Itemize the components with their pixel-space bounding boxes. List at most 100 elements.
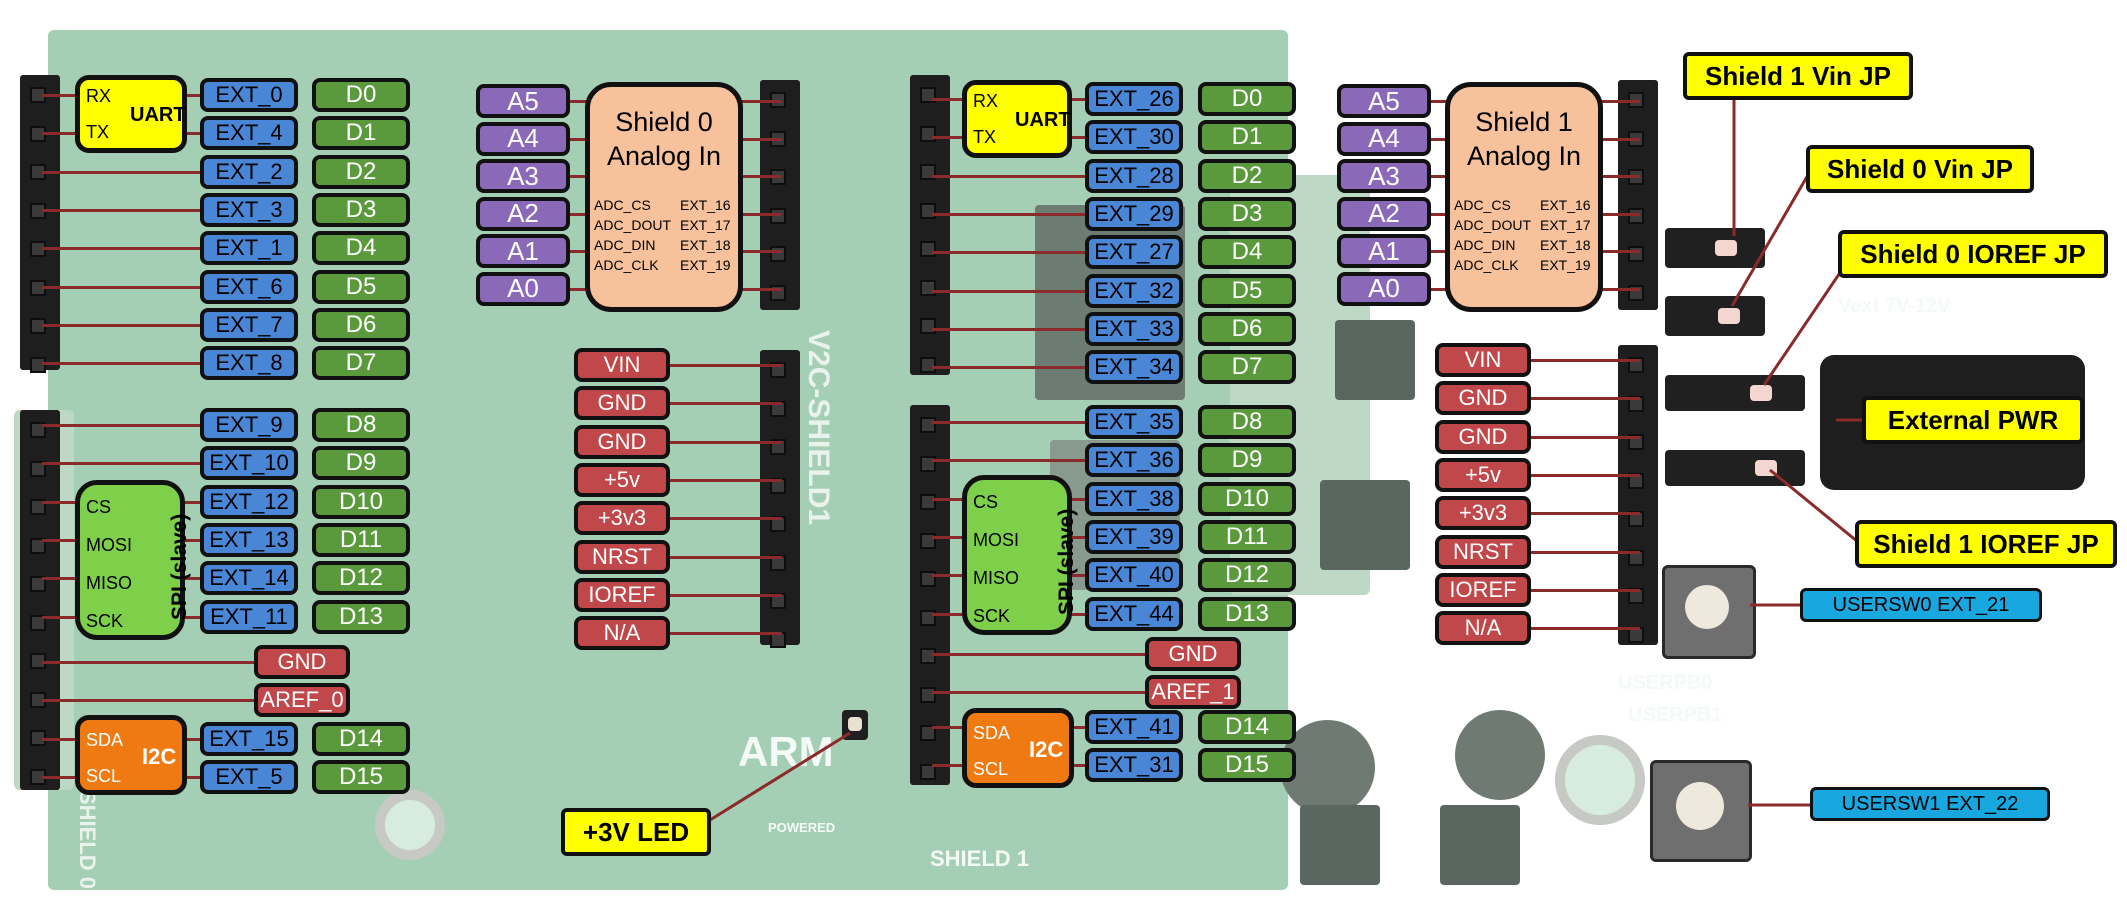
user-switch-1[interactable] <box>1650 760 1752 862</box>
pin-lead <box>42 247 200 251</box>
header-pin <box>30 614 46 631</box>
digital-pin-label: D0 <box>1198 82 1296 116</box>
power-pin-label: GND <box>1435 419 1531 454</box>
ext-label: EXT_11 <box>200 599 298 634</box>
ext-label: EXT_1 <box>200 231 298 266</box>
user-switch-1-cap[interactable] <box>1676 782 1724 830</box>
spi-mosi-label: MOSI <box>86 535 133 555</box>
uart-box-shield1: RX TX UART <box>962 80 1072 158</box>
digital-pin-label: D9 <box>312 446 410 481</box>
pin-lead <box>42 661 254 664</box>
digital-pin-label: D2 <box>312 154 410 189</box>
jumper-cap <box>1750 385 1772 401</box>
ext-label: EXT_28 <box>1085 158 1183 193</box>
gnd-label: GND <box>1145 637 1241 671</box>
pin-lead <box>932 366 1085 370</box>
header-pin <box>920 241 936 257</box>
digital-pin-label: D9 <box>1198 443 1296 478</box>
pin-lead <box>932 289 1085 293</box>
analog-title: Shield 0 Analog In <box>606 107 722 171</box>
i2c-box-shield1: SDA SCL I2C <box>962 708 1074 788</box>
spi-box-shield1: CS MOSI MISO SCK SPI (slave) <box>962 475 1078 635</box>
adc-signal: ADC_DOUT <box>594 217 672 233</box>
pin-lead <box>666 555 782 559</box>
label-usersw1: USERSW1 EXT_22 <box>1810 787 2050 821</box>
header-pin <box>920 648 936 664</box>
callout-shield0-ioref-jp: Shield 0 IOREF JP <box>1838 230 2108 278</box>
spi-mosi-label: MOSI <box>973 530 1020 550</box>
digital-pin-label: D2 <box>1198 158 1296 193</box>
i2c-sda-label: SDA <box>86 730 124 750</box>
silk-userpb1: USERPB1 <box>1628 704 1723 726</box>
digital-pin-label: D5 <box>312 269 410 304</box>
pin-lead <box>1527 359 1640 362</box>
digital-pin-label: D13 <box>1198 596 1296 631</box>
pin-lead <box>1527 627 1640 631</box>
header-pin <box>920 164 936 180</box>
digital-pin-label: D12 <box>312 561 410 596</box>
analog-pin-label: A0 <box>476 271 570 306</box>
pin-header-shield1-digital-low <box>910 405 950 785</box>
adc-signal: ADC_DIN <box>594 237 656 253</box>
power-pin-label: +3v3 <box>574 501 670 536</box>
header-pin <box>920 356 936 373</box>
pin-lead <box>932 251 1085 255</box>
pin-lead <box>932 653 1145 656</box>
pin-lead <box>42 424 200 427</box>
power-pin-label: N/A <box>1435 611 1531 646</box>
user-switch-0-cap[interactable] <box>1685 585 1729 629</box>
digital-pin-label: D4 <box>312 231 410 266</box>
ext-label: EXT_33 <box>1085 311 1183 346</box>
led-lens <box>848 717 862 731</box>
callout-3v-led: +3V LED <box>561 808 711 856</box>
analog-pin-label: A5 <box>1337 84 1431 118</box>
pin-header-shield0-analog <box>760 80 800 310</box>
ext-label: EXT_4 <box>200 116 298 151</box>
uart-tx-label: TX <box>973 127 997 147</box>
analog-pin-label: A2 <box>476 196 570 231</box>
ext-label: EXT_39 <box>1085 519 1183 554</box>
capacitor <box>1300 805 1380 885</box>
power-pin-label: +5v <box>574 462 670 497</box>
header-pin <box>770 207 786 224</box>
header-pin <box>920 763 936 780</box>
callout-shield1-ioref-jp: Shield 1 IOREF JP <box>1855 520 2117 568</box>
pin-lead <box>932 174 1085 178</box>
uart-title: UART <box>1015 109 1071 131</box>
ext-label: EXT_34 <box>1085 350 1183 385</box>
i2c-sda-label: SDA <box>973 723 1011 743</box>
analog-pin-label: A5 <box>476 84 570 118</box>
digital-pin-label: D7 <box>1198 350 1296 385</box>
digital-pin-label: D11 <box>312 522 410 557</box>
pin-lead <box>666 632 782 636</box>
pin-lead <box>42 170 200 174</box>
digital-pin-label: D8 <box>1198 405 1296 439</box>
pin-header-shield0-power <box>760 350 800 648</box>
spi-box-shield0: CS MOSI MISO SCK SPI (slave) <box>75 480 191 640</box>
silk-vext: Vext 7V-12V <box>1838 295 1951 317</box>
capacitor <box>1320 480 1410 570</box>
ext-label: EXT_31 <box>1085 748 1183 782</box>
uart-title: UART <box>130 104 186 126</box>
silk-userpb0: USERPB0 <box>1618 672 1713 694</box>
power-pin-label: +3v3 <box>1435 496 1531 531</box>
pin-header-shield1-power <box>1618 345 1658 645</box>
adc-ext: EXT_18 <box>680 237 731 253</box>
ext-label: EXT_15 <box>200 722 298 756</box>
digital-pin-label: D11 <box>1198 519 1296 554</box>
ext-label: EXT_30 <box>1085 120 1183 155</box>
jumper-block <box>1665 375 1805 411</box>
adc-ext: EXT_16 <box>680 197 731 213</box>
digital-pin-label: D8 <box>312 408 410 442</box>
pin-lead <box>1527 550 1640 554</box>
ext-label: EXT_10 <box>200 446 298 481</box>
digital-pin-label: D6 <box>1198 311 1296 346</box>
user-switch-0[interactable] <box>1662 565 1756 659</box>
ext-label: EXT_8 <box>200 346 298 381</box>
pin-lead <box>932 691 1145 694</box>
spi-title: SPI (slave) <box>168 513 191 620</box>
power-pin-label: +5v <box>1435 457 1531 492</box>
header-pin <box>920 417 936 433</box>
ext-label: EXT_14 <box>200 561 298 596</box>
uart-box-shield0: RX TX UART <box>75 75 187 153</box>
